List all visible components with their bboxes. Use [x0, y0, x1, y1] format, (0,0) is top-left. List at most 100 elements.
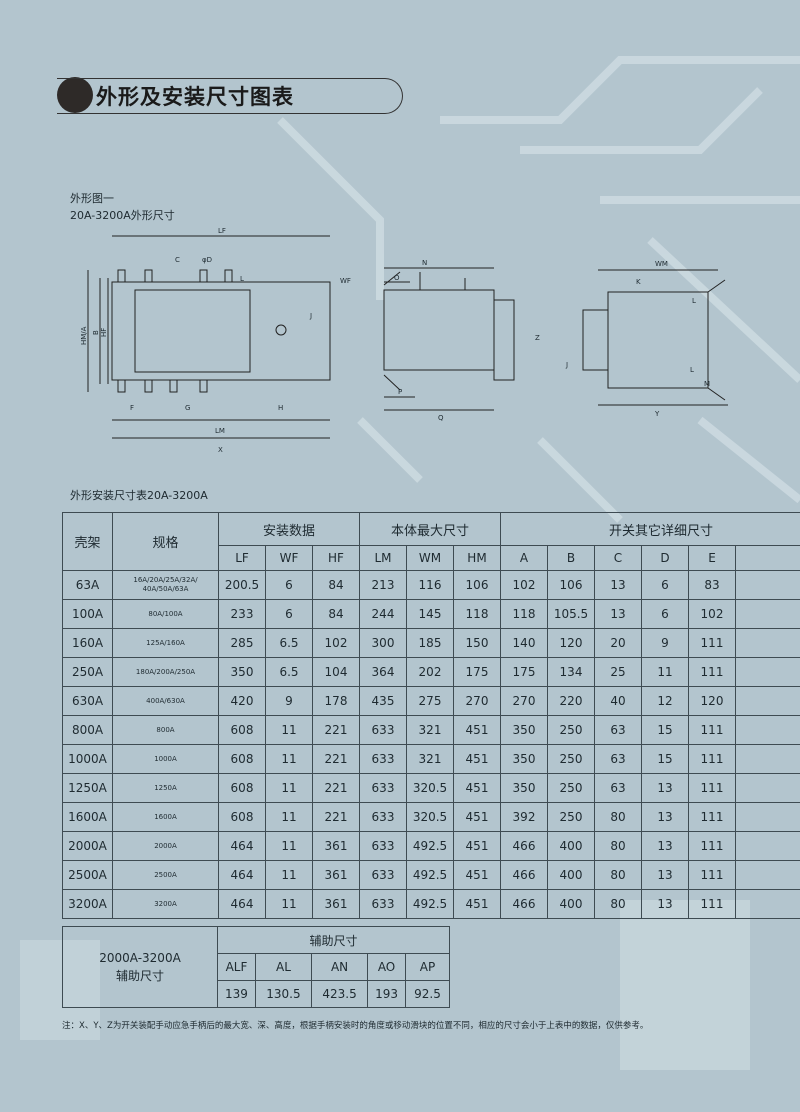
dim-hf: HF: [100, 328, 108, 337]
title-frame: [57, 78, 403, 114]
value-cell: 466: [500, 889, 548, 919]
value-cell: 321: [406, 744, 454, 774]
value-cell: 492.5: [406, 831, 454, 861]
value-cell: 300: [359, 628, 407, 658]
empty-cell: [735, 715, 800, 745]
subheader-wf: WF: [265, 545, 313, 571]
value-cell: 213: [359, 570, 407, 600]
dim-y: Y: [654, 410, 660, 418]
aux-group-header: 辅助尺寸: [217, 926, 450, 954]
value-cell: 178: [312, 686, 360, 716]
frame-cell: 1600A: [62, 802, 113, 832]
subheader-hf: HF: [312, 545, 360, 571]
value-cell: 111: [688, 657, 736, 687]
aux-header: AL: [254, 953, 313, 981]
dim-f: F: [130, 404, 134, 412]
aux-value: 193: [367, 980, 406, 1008]
value-cell: 633: [359, 831, 407, 861]
value-cell: 451: [453, 802, 501, 832]
value-cell: 451: [453, 744, 501, 774]
dim-p: P: [398, 388, 402, 396]
value-cell: 492.5: [406, 889, 454, 919]
value-cell: 80: [594, 889, 642, 919]
value-cell: 120: [547, 628, 595, 658]
value-cell: 400: [547, 831, 595, 861]
dim-x: X: [218, 446, 223, 454]
value-cell: 134: [547, 657, 595, 687]
frame-cell: 160A: [62, 628, 113, 658]
aux-header: ALF: [217, 953, 256, 981]
empty-cell: [735, 802, 800, 832]
frame-cell: 3200A: [62, 889, 113, 919]
value-cell: 11: [265, 773, 313, 803]
value-cell: 13: [594, 599, 642, 629]
dim-n: N: [422, 259, 427, 267]
empty-cell: [735, 545, 800, 571]
subheader-lf: LF: [218, 545, 266, 571]
frame-cell: 630A: [62, 686, 113, 716]
spec-cell: 800A: [112, 715, 219, 745]
value-cell: 221: [312, 773, 360, 803]
value-cell: 285: [218, 628, 266, 658]
header-other: 开关其它详细尺寸: [500, 512, 800, 546]
aux-value: 423.5: [310, 980, 369, 1008]
dim-k: K: [636, 278, 641, 286]
value-cell: 466: [500, 831, 548, 861]
subheader-lm: LM: [359, 545, 407, 571]
empty-cell: [735, 570, 800, 600]
dim-h: H: [278, 404, 283, 412]
value-cell: 451: [453, 889, 501, 919]
value-cell: 200.5: [218, 570, 266, 600]
value-cell: 633: [359, 802, 407, 832]
value-cell: 105.5: [547, 599, 595, 629]
value-cell: 13: [641, 773, 689, 803]
value-cell: 400: [547, 860, 595, 890]
dim-b: B: [92, 330, 100, 335]
footnote: 注：X、Y、Z为开关装配手动应急手柄后的最大宽、深、高度，根据手柄安装时的角度或…: [62, 1021, 649, 1031]
subheader-e: E: [688, 545, 736, 571]
dim-l: L: [240, 275, 244, 283]
subheader-b: B: [547, 545, 595, 571]
value-cell: 361: [312, 831, 360, 861]
header-spec: 规格: [112, 512, 219, 571]
value-cell: 451: [453, 715, 501, 745]
value-cell: 111: [688, 773, 736, 803]
value-cell: 111: [688, 889, 736, 919]
frame-cell: 2500A: [62, 860, 113, 890]
value-cell: 9: [265, 686, 313, 716]
value-cell: 80: [594, 802, 642, 832]
page-title: 外形及安装尺寸图表: [96, 85, 294, 109]
frame-cell: 2000A: [62, 831, 113, 861]
value-cell: 608: [218, 715, 266, 745]
value-cell: 270: [500, 686, 548, 716]
spec-cell: 80A/100A: [112, 599, 219, 629]
dim-lm: LM: [215, 427, 225, 435]
value-cell: 111: [688, 628, 736, 658]
value-cell: 11: [641, 657, 689, 687]
dim-hma: HM/A: [80, 326, 88, 345]
value-cell: 111: [688, 744, 736, 774]
value-cell: 633: [359, 744, 407, 774]
value-cell: 63: [594, 744, 642, 774]
value-cell: 608: [218, 802, 266, 832]
value-cell: 361: [312, 889, 360, 919]
value-cell: 250: [547, 773, 595, 803]
value-cell: 350: [500, 744, 548, 774]
empty-cell: [735, 686, 800, 716]
figure-caption: 外形图一: [70, 192, 114, 205]
value-cell: 464: [218, 831, 266, 861]
value-cell: 150: [453, 628, 501, 658]
value-cell: 102: [500, 570, 548, 600]
value-cell: 80: [594, 860, 642, 890]
aux-label-text: 辅助尺寸: [115, 969, 164, 983]
value-cell: 111: [688, 715, 736, 745]
spec-cell: 2500A: [112, 860, 219, 890]
value-cell: 83: [688, 570, 736, 600]
outline-drawings: LF C φD L WF HM/A B HF J F G H LM X N O …: [80, 227, 728, 454]
value-cell: 15: [641, 715, 689, 745]
value-cell: 221: [312, 802, 360, 832]
value-cell: 464: [218, 889, 266, 919]
